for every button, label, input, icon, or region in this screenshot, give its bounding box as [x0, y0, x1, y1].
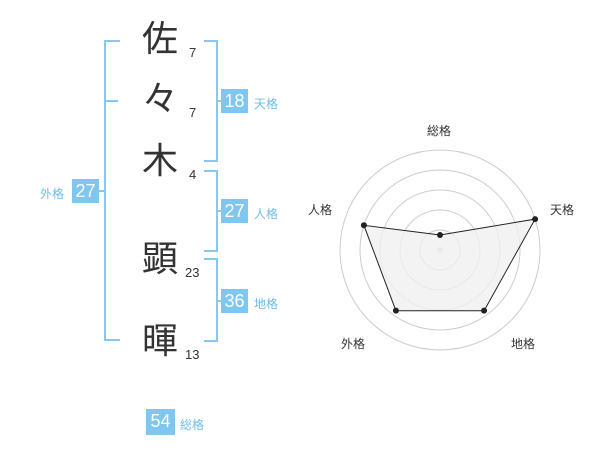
stroke-count-4: 23 [185, 265, 200, 280]
radar-point-4 [392, 307, 399, 314]
tenkaku-badge: 18 [221, 89, 248, 113]
jinkaku-badge: 27 [221, 199, 248, 223]
gaikaku-connector [96, 190, 106, 192]
radar-points [360, 216, 539, 314]
radar-point-1 [437, 232, 443, 238]
soukaku-badge: 54 [146, 409, 175, 435]
radar-label-jinkaku: 人格 [308, 203, 333, 217]
name-char-5: 暉 [142, 321, 179, 362]
gaikaku-badge: 27 [72, 179, 99, 203]
radar-label-soukaku: 総格 [427, 124, 452, 138]
radar-polygon [363, 218, 537, 312]
name-char-2: 々 [142, 79, 179, 120]
jinkaku-connector [216, 210, 222, 212]
chikaku-connector [216, 300, 222, 302]
stroke-count-1: 7 [189, 45, 197, 60]
radar-point-2 [532, 216, 539, 223]
name-char-3: 木 [142, 141, 179, 182]
radar-ring-4 [359, 169, 521, 331]
stroke-count-2: 7 [189, 105, 197, 120]
name-char-1: 佐 [142, 19, 179, 60]
chikaku-badge: 36 [221, 289, 248, 313]
radar-point-5 [360, 222, 367, 229]
tenkaku-connector [216, 100, 222, 102]
radar-label-tenkaku: 天格 [550, 203, 575, 217]
stroke-count-5: 13 [185, 347, 200, 362]
name-char-4: 顕 [142, 239, 179, 280]
gaikaku-mid-tick [104, 100, 118, 102]
radar-label-gaikaku: 外格 [341, 337, 366, 351]
tenkaku-label: 天格 [254, 97, 279, 111]
radar-point-3 [481, 307, 488, 314]
gaikaku-label: 外格 [40, 187, 65, 201]
soukaku-label: 総格 [180, 418, 205, 432]
radar-label-chikaku: 地格 [511, 337, 536, 351]
jinkaku-label: 人格 [254, 207, 279, 221]
stroke-count-3: 4 [189, 167, 197, 182]
chikaku-label: 地格 [254, 297, 279, 311]
radar-ring-5 [339, 149, 541, 351]
